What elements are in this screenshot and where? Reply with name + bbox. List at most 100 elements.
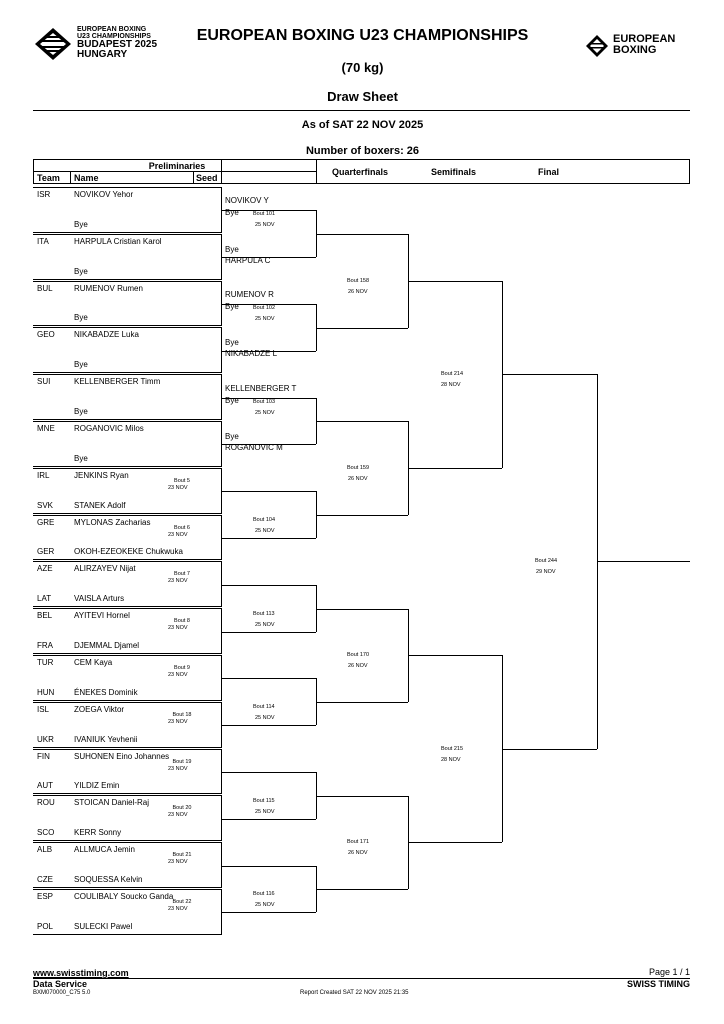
r16-name-top: RUMENOV R [225, 290, 274, 299]
r16-name-bottom: Bye [225, 302, 239, 311]
r16-bout-number: Bout 115 [253, 797, 275, 804]
r16-bout-number: Bout 101 [253, 211, 276, 217]
final-line [502, 374, 597, 376]
bye-label: Bye [74, 220, 88, 229]
boxer-name: NIKABADZE Luka [74, 330, 139, 339]
prelim-bout-date: 23 NOV [168, 578, 188, 584]
boxer-name: NOVIKOV Yehor [74, 190, 134, 199]
qf-line [316, 795, 408, 797]
prelim-bout-number: Bout 6 [174, 525, 190, 531]
team-code: IRL [37, 471, 50, 480]
team-code: POL [37, 922, 54, 931]
team-code: GEO [37, 330, 55, 339]
prelim-bout-number: Bout 20 [172, 805, 192, 811]
boxer-name: SUHONEN Eino Johannes [74, 752, 170, 761]
boxer-name: YILDIZ Emin [74, 781, 120, 790]
boxer-name: HARPULA Cristian Karol [74, 237, 162, 246]
boxer-name: COULIBALY Soucko Ganda [74, 892, 174, 901]
sf-line [408, 280, 502, 282]
preliminaries-header: Preliminaries [148, 161, 206, 171]
european-boxing-logo: EUROPEAN BOXING [585, 32, 695, 62]
r16-bout-date: 25 NOV [255, 222, 275, 228]
r16-line [221, 491, 316, 492]
r16-name-bottom: NIKABADZE L [225, 349, 278, 358]
r16-name-top: Bye [225, 245, 239, 254]
prelim-bout-date: 23 NOV [168, 766, 188, 772]
team-col-divider [70, 171, 71, 184]
prelim-bout-number: Bout 8 [174, 618, 190, 624]
sf-bout-date: 28 NOV [441, 756, 461, 763]
prelim-bout-number: Bout 9 [174, 665, 190, 671]
boxer-name: MYLONAS Zacharias [74, 518, 151, 527]
report-created: Report Created SAT 22 NOV 2025 21:35 [300, 990, 409, 996]
boxer-name: STOICAN Daniel-Raj [74, 798, 149, 807]
r16-line [221, 912, 316, 913]
entry-pair-box [33, 515, 222, 560]
boxer-name: ROGANOVIC Milos [74, 424, 144, 433]
r16-line [221, 632, 316, 633]
entry-pair-box [33, 608, 222, 654]
qf-bout-date: 26 NOV [348, 663, 368, 669]
boxer-name: JENKINS Ryan [74, 471, 129, 480]
r16-line [221, 866, 316, 867]
entry-pair-box [33, 281, 222, 326]
r16-bout-date: 25 NOV [255, 527, 275, 534]
logo-right-line-2: BOXING [613, 44, 657, 56]
boxer-name: RUMENOV Rumen [74, 284, 143, 293]
prelim-bout-number: Bout 18 [172, 712, 192, 718]
team-code: UKR [37, 735, 54, 744]
qf-bout-date: 26 NOV [348, 288, 368, 295]
team-code: LAT [37, 594, 52, 603]
r16-bout-date: 25 NOV [255, 621, 275, 628]
entry-pair-box [33, 561, 222, 607]
entry-pair-box [33, 842, 222, 888]
r16-bout-number: Bout 113 [253, 610, 275, 617]
r16-subheader-divider [221, 171, 316, 172]
r16-bout-date: 25 NOV [255, 902, 275, 908]
diamond-emblem-icon [35, 28, 71, 60]
prelim-bout-date: 23 NOV [168, 532, 188, 538]
r16-bout-number: Bout 116 [253, 891, 275, 897]
r16-line [221, 257, 316, 258]
r16-line [221, 444, 316, 445]
prelim-subheader-divider [33, 171, 221, 172]
qf-line [316, 889, 408, 890]
r16-bout-date: 25 NOV [255, 714, 275, 721]
r16-name-top: KELLENBERGER T [225, 384, 297, 393]
r16-line [221, 351, 316, 352]
r16-name-top: Bye [225, 338, 239, 347]
qf-bout-date: 26 NOV [348, 850, 368, 857]
swiss-timing-brand: SWISS TIMING [627, 979, 690, 989]
boxer-name: STANEK Adolf [74, 501, 126, 510]
team-code: SVK [37, 501, 54, 510]
qf-line [316, 608, 408, 610]
team-code: SCO [37, 828, 55, 837]
sheet-title: Draw Sheet [327, 89, 398, 104]
website-link[interactable]: www.swisstiming.com [33, 968, 129, 978]
r16-line [221, 538, 316, 539]
team-code: ESP [37, 892, 54, 901]
bye-label: Bye [74, 407, 88, 416]
seed-col-divider [193, 171, 194, 184]
boxer-name: OKOH-EZEOKEKE Chukwuka [74, 547, 183, 556]
r16-name-bottom: Bye [225, 208, 239, 217]
team-code: GRE [37, 518, 55, 527]
prelim-bout-number: Bout 5 [174, 478, 190, 484]
team-code: GER [37, 547, 55, 556]
report-code: BXM070000_C75 5.0 [33, 990, 91, 996]
prelim-bout-date: 23 NOV [168, 625, 188, 631]
boxer-name: ZOEGA Viktor [74, 705, 125, 714]
logo-line-1: EUROPEAN BOXING [77, 26, 147, 33]
team-code: ALB [37, 845, 53, 854]
team-code: FRA [37, 641, 53, 650]
r16-bout-number: Bout 102 [253, 305, 276, 311]
qf-bout-number: Bout 159 [347, 464, 370, 471]
header-divider [33, 110, 690, 111]
final-bout-number: Bout 244 [535, 558, 558, 565]
r16-col-divider [316, 159, 317, 184]
team-code: MNE [37, 424, 55, 433]
boxer-name: KELLENBERGER Timm [74, 377, 161, 386]
bye-label: Bye [74, 313, 88, 322]
championship-logo: EUROPEAN BOXING U23 CHAMPIONSHIPS BUDAPE… [33, 26, 193, 62]
